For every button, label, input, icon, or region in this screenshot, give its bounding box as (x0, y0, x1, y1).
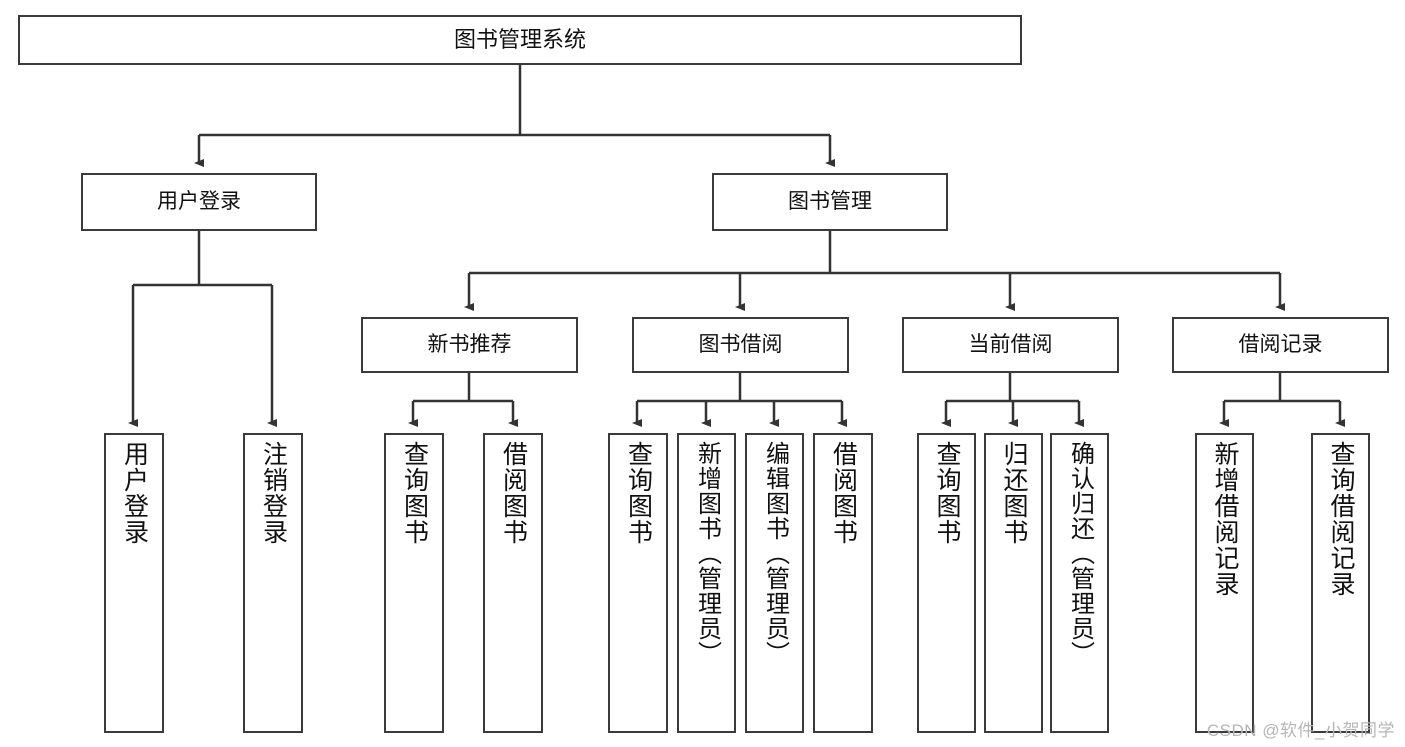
node-borrow-record[interactable]: 借阅记录 (1172, 317, 1389, 373)
node-leaf-borrow-book-2-label: 借阅图书 (829, 441, 858, 545)
node-leaf-logout[interactable]: 注销登录 (243, 433, 303, 733)
node-current-borrow-label: 当前借阅 (968, 333, 1053, 357)
node-leaf-return-book[interactable]: 归还图书 (984, 433, 1043, 733)
node-current-borrow[interactable]: 当前借阅 (902, 317, 1119, 373)
node-book-manage-label: 图书管理 (788, 190, 872, 214)
node-leaf-logout-label: 注销登录 (259, 441, 288, 545)
node-user-login-label: 用户登录 (157, 190, 241, 214)
node-leaf-query-book-3-label: 查询图书 (933, 441, 961, 545)
node-root[interactable]: 图书管理系统 (18, 15, 1022, 65)
node-book-borrow[interactable]: 图书借阅 (632, 317, 849, 373)
node-leaf-query-book-3[interactable]: 查询图书 (917, 433, 976, 733)
node-leaf-return-book-label: 归还图书 (1000, 441, 1028, 545)
node-leaf-confirm-return-admin[interactable]: 确认归还（管理员） (1050, 433, 1109, 733)
node-leaf-add-borrow-record[interactable]: 新增借阅记录 (1195, 433, 1254, 733)
node-book-borrow-label: 图书借阅 (698, 333, 783, 357)
node-root-label: 图书管理系统 (453, 26, 586, 52)
node-leaf-add-book-admin-label: 新增图书（管理员） (693, 441, 721, 666)
node-leaf-add-borrow-record-label: 新增借阅记录 (1211, 441, 1239, 597)
node-leaf-borrow-book-1[interactable]: 借阅图书 (483, 433, 543, 733)
node-leaf-query-book-2[interactable]: 查询图书 (608, 433, 668, 733)
node-borrow-record-label: 借阅记录 (1238, 333, 1323, 357)
node-leaf-add-book-admin[interactable]: 新增图书（管理员） (677, 433, 736, 733)
node-book-manage[interactable]: 图书管理 (712, 173, 948, 231)
node-leaf-query-borrow-record[interactable]: 查询借阅记录 (1311, 433, 1370, 733)
node-leaf-confirm-return-admin-label: 确认归还（管理员） (1066, 441, 1094, 666)
node-leaf-query-borrow-record-label: 查询借阅记录 (1327, 441, 1355, 597)
node-leaf-query-book-1[interactable]: 查询图书 (384, 433, 444, 733)
node-user-login[interactable]: 用户登录 (81, 173, 317, 231)
node-leaf-edit-book-admin[interactable]: 编辑图书（管理员） (745, 433, 804, 733)
node-leaf-query-book-1-label: 查询图书 (400, 441, 429, 545)
node-leaf-user-login-label: 用户登录 (120, 441, 149, 545)
node-leaf-borrow-book-1-label: 借阅图书 (499, 441, 528, 545)
node-leaf-edit-book-admin-label: 编辑图书（管理员） (761, 441, 789, 666)
node-new-book-recommend[interactable]: 新书推荐 (361, 317, 578, 373)
node-leaf-borrow-book-2[interactable]: 借阅图书 (813, 433, 873, 733)
node-new-book-recommend-label: 新书推荐 (427, 333, 512, 357)
node-leaf-user-login[interactable]: 用户登录 (104, 433, 164, 733)
node-leaf-query-book-2-label: 查询图书 (624, 441, 653, 545)
